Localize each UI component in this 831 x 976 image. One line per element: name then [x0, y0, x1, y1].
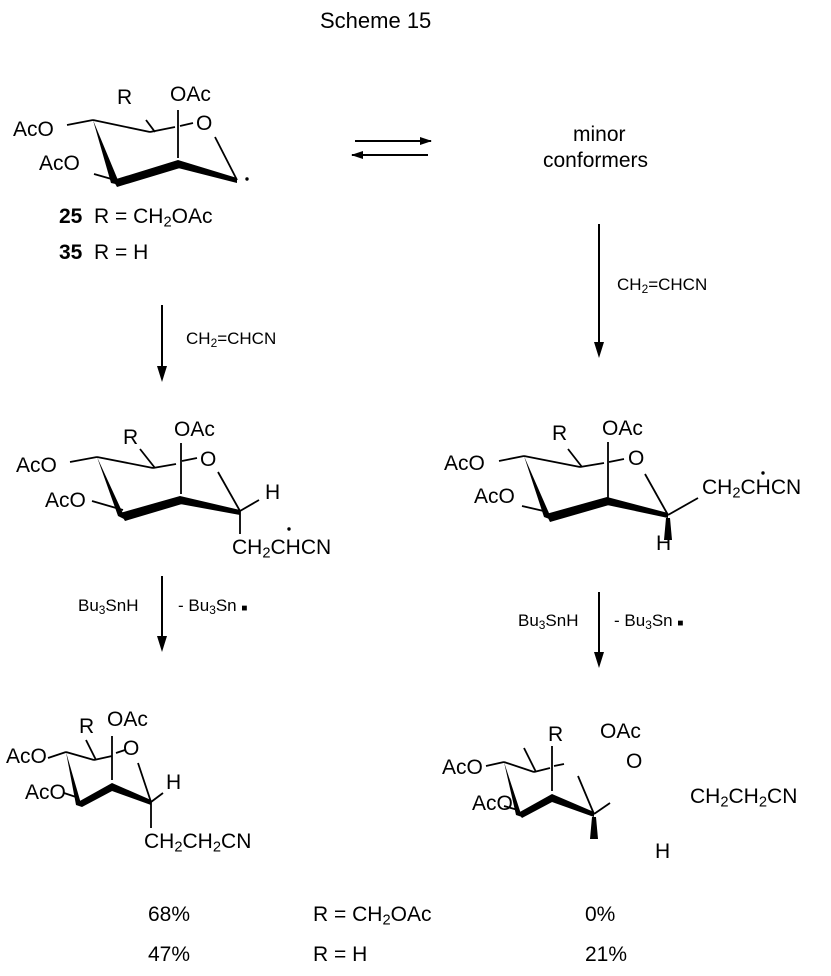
- r-label: R: [117, 86, 133, 109]
- conformers-label: conformers: [543, 149, 649, 172]
- yield-right-row-1: 0%: [585, 903, 616, 926]
- reverse-arrowhead: [351, 151, 363, 159]
- oac-label: OAc: [600, 720, 641, 743]
- compound-number: 35: [59, 241, 83, 264]
- h-label: H: [166, 771, 182, 794]
- sidechain-label: CH2CH2CN: [144, 830, 252, 856]
- pyranose-ring: [66, 110, 249, 187]
- r-label: R: [123, 426, 139, 449]
- aco-label-1: AcO: [442, 756, 483, 779]
- aco-label-1: AcO: [13, 118, 54, 141]
- oac-label: OAc: [107, 708, 148, 731]
- intermediate-left-molecule: R OAc O AcO AcO H CH2CHCN: [14, 416, 374, 586]
- ring-oxygen-label: O: [200, 448, 217, 471]
- oac-label: OAc: [174, 418, 215, 441]
- reagent-tin-hydride-right: Bu3SnH: [518, 611, 579, 632]
- h-label: H: [656, 532, 672, 555]
- yield-condition-row-1: R = CH2OAc: [313, 903, 432, 929]
- reaction-arrow-left-2: [157, 576, 167, 652]
- h-label: H: [265, 481, 281, 504]
- yield-left-row-1: 68%: [148, 903, 191, 926]
- h-label: H: [655, 840, 671, 863]
- sidechain-radical-label: CH2CHCN: [232, 536, 332, 562]
- byproduct-tin-radical-right: - Bu3Sn ■: [614, 611, 684, 632]
- sidechain-label: CH2CH2CN: [690, 785, 798, 811]
- ring-oxygen-label: O: [196, 112, 213, 135]
- start-molecule: R OAc O AcO AcO: [10, 80, 370, 250]
- reaction-arrow-right-1: [594, 224, 604, 358]
- equilibrium-arrows: [351, 137, 432, 159]
- oac-label: OAc: [602, 417, 643, 440]
- minor-label: minor: [573, 123, 626, 146]
- aco-label-1: AcO: [444, 452, 485, 475]
- reagent-tin-hydride-left: Bu3SnH: [78, 596, 139, 617]
- aco-label-2: AcO: [474, 485, 515, 508]
- aco-label-1: AcO: [16, 454, 57, 477]
- reaction-arrow-right-2: [594, 592, 604, 668]
- byproduct-tin-radical-left: - Bu3Sn ■: [178, 596, 248, 617]
- aco-label-1: AcO: [6, 745, 47, 768]
- reaction-arrow-left-1: [157, 305, 167, 382]
- radical-dot: [761, 471, 765, 475]
- intermediate-right-molecule: R OAc O AcO AcO H CH2CHCN: [444, 416, 804, 586]
- sidechain-radical-label: CH2CHCN: [702, 476, 802, 502]
- product-right-molecule: R OAc O AcO AcO H CH2CH2CN: [442, 720, 802, 894]
- compound-25-label: 25 R = CH2OAc: [59, 205, 213, 231]
- ring-oxygen-label: O: [123, 737, 140, 760]
- yield-right-row-2: 21%: [585, 943, 628, 966]
- radical-dot: [287, 527, 291, 531]
- yield-left-row-2: 47%: [148, 943, 191, 966]
- aco-label-2: AcO: [45, 489, 86, 512]
- ring-oxygen-label: O: [626, 750, 643, 773]
- compound-number: 25: [59, 205, 83, 228]
- aco-label-2: AcO: [25, 781, 66, 804]
- product-left-molecule: R OAc O AcO AcO H CH2CH2CN: [6, 706, 368, 876]
- compound-35-label: 35 R = H: [59, 241, 149, 264]
- oac-label: OAc: [170, 83, 211, 106]
- scheme-title: Scheme 15: [320, 8, 432, 33]
- forward-arrowhead: [420, 137, 432, 145]
- r-label: R: [552, 422, 568, 445]
- ring-oxygen-label: O: [628, 447, 645, 470]
- radical-dot: [245, 177, 249, 181]
- r-label: R: [548, 723, 564, 746]
- reagent-acrylonitrile-right: CH2=CHCN: [617, 275, 708, 296]
- reagent-acrylonitrile-left: CH2=CHCN: [186, 329, 277, 350]
- r-label: R: [79, 715, 95, 738]
- aco-label-2: AcO: [39, 152, 80, 175]
- yield-condition-row-2: R = H: [313, 943, 368, 966]
- aco-label-2: AcO: [472, 792, 513, 815]
